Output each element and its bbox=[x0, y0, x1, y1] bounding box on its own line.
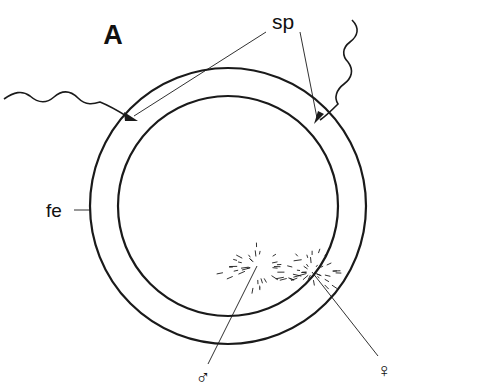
aster-ray bbox=[276, 277, 284, 279]
aster-ray bbox=[277, 272, 284, 273]
fertilization-envelope bbox=[90, 68, 366, 344]
aster-ray bbox=[255, 250, 257, 256]
leader-line bbox=[312, 272, 378, 356]
aster-ray bbox=[336, 272, 342, 273]
aster-ray bbox=[294, 260, 302, 261]
aster-ray bbox=[318, 249, 319, 253]
aster-ray bbox=[295, 254, 297, 257]
aster-ray bbox=[302, 272, 307, 273]
egg-membrane bbox=[118, 96, 338, 316]
symbol-label: ♀ bbox=[377, 360, 392, 380]
aster-ray bbox=[217, 273, 223, 274]
aster-ray bbox=[317, 274, 321, 275]
aster-ray bbox=[241, 267, 249, 268]
aster-ray bbox=[287, 266, 292, 267]
aster-ray bbox=[249, 258, 251, 260]
aster-ray bbox=[272, 267, 277, 269]
aster-ray bbox=[272, 276, 278, 280]
aster-ray bbox=[256, 243, 257, 247]
aster-ray bbox=[325, 275, 330, 276]
aster-ray bbox=[327, 263, 332, 265]
aster-ray bbox=[310, 257, 312, 263]
aster-ray bbox=[227, 276, 233, 279]
aster-ray bbox=[250, 259, 253, 263]
aster-ray bbox=[321, 266, 324, 267]
aster-ray bbox=[248, 255, 250, 257]
leader-line bbox=[300, 32, 317, 118]
aster-ray bbox=[229, 266, 237, 267]
leader-line bbox=[134, 32, 266, 116]
aster-ray bbox=[332, 285, 337, 288]
aster-ray bbox=[304, 266, 308, 269]
aster-ray bbox=[257, 280, 258, 284]
aster-ray bbox=[306, 255, 308, 258]
aster-ray bbox=[306, 264, 308, 267]
aster-ray bbox=[252, 288, 253, 294]
part-label: fe bbox=[46, 201, 62, 220]
aster-ray bbox=[233, 259, 237, 260]
sperm-tail bbox=[4, 92, 128, 117]
aster-ray bbox=[291, 278, 297, 281]
aster-ray bbox=[325, 285, 329, 289]
leader-line bbox=[208, 266, 257, 364]
aster-ray bbox=[301, 272, 306, 273]
aster-ray bbox=[264, 278, 266, 282]
aster-ray bbox=[325, 254, 327, 256]
aster-ray bbox=[234, 270, 238, 272]
aster-ray bbox=[317, 276, 319, 278]
aster-ray bbox=[312, 251, 313, 255]
sperm-head bbox=[124, 112, 138, 121]
aster-ray bbox=[242, 268, 250, 270]
aster-ray bbox=[325, 279, 329, 281]
aster-ray bbox=[238, 271, 245, 274]
aster-ray bbox=[261, 278, 263, 283]
aster-ray bbox=[308, 275, 310, 279]
aster-ray bbox=[333, 270, 337, 271]
aster-ray bbox=[298, 274, 306, 276]
aster-ray bbox=[303, 275, 308, 279]
aster-ray bbox=[272, 262, 277, 263]
aster-ray bbox=[316, 274, 321, 276]
pronucleus-aster bbox=[217, 243, 342, 294]
part-label: sp bbox=[272, 11, 294, 32]
aster-ray bbox=[316, 265, 318, 267]
aster-ray bbox=[236, 255, 242, 258]
aster-ray bbox=[259, 251, 261, 255]
sperm-head bbox=[314, 111, 324, 124]
aster-ray bbox=[277, 264, 281, 265]
aster-ray bbox=[274, 266, 281, 267]
panel-letter: A bbox=[103, 22, 123, 49]
symbol-label: ♂ bbox=[196, 367, 211, 387]
aster-ray bbox=[332, 270, 340, 271]
aster-ray bbox=[297, 270, 300, 271]
sperm-tail bbox=[320, 20, 357, 120]
aster-ray bbox=[280, 278, 287, 280]
aster-ray bbox=[273, 254, 276, 256]
aster-ray bbox=[238, 261, 242, 263]
aster-ray bbox=[313, 280, 315, 285]
leader-line bbox=[74, 210, 91, 211]
aster-ray bbox=[259, 287, 260, 290]
